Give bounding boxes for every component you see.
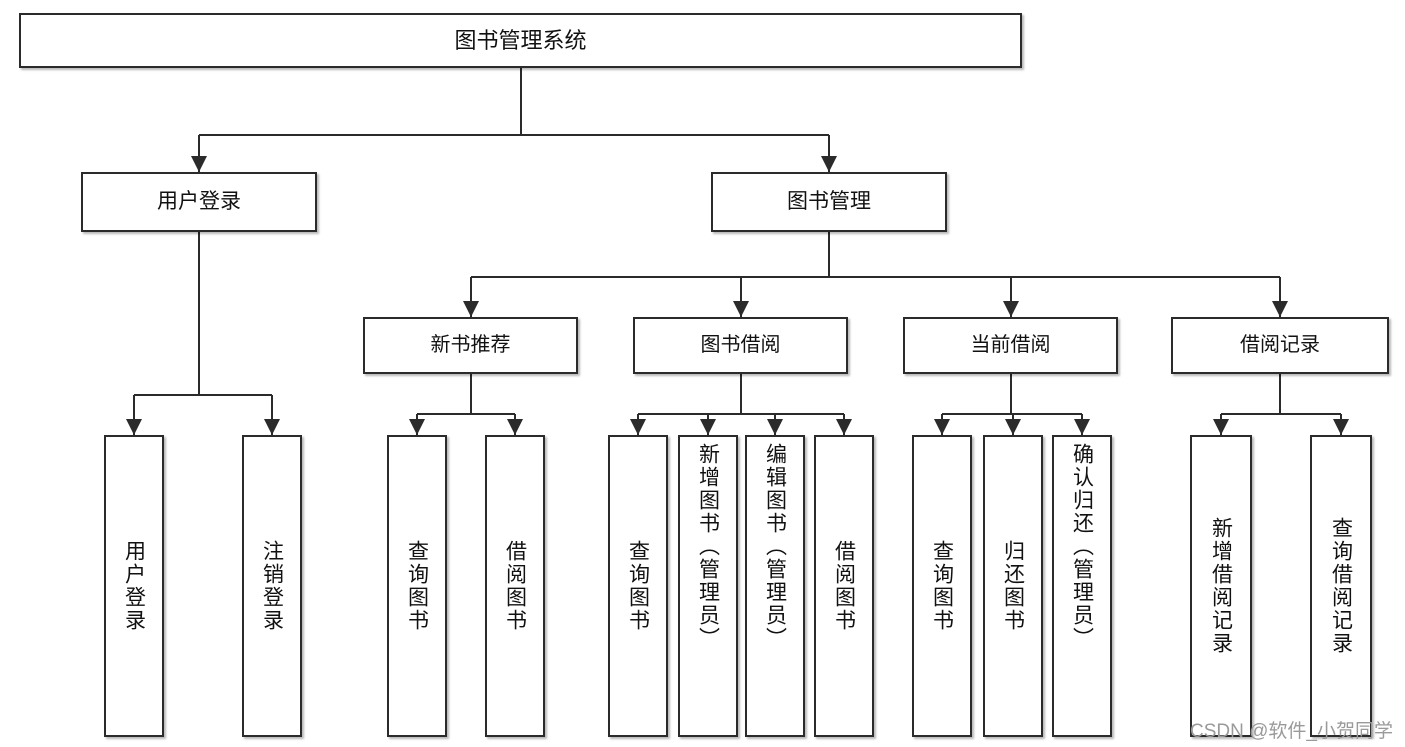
connector-root-bus (199, 134, 829, 136)
node-leaf-query-record[interactable]: 查询借阅记录 (1310, 435, 1372, 737)
node-label: 用户登录 (157, 189, 241, 213)
arrowhead-icon (700, 419, 716, 435)
node-label: 查询图书 (626, 540, 650, 632)
connector-user-login-stem (198, 232, 200, 395)
node-leaf-query-book-1[interactable]: 查询图书 (387, 435, 447, 737)
connector-root-stem (519, 68, 522, 135)
node-label: 图书管理 (787, 189, 871, 213)
node-leaf-add-book[interactable]: 新增图书（管理员） (678, 435, 738, 737)
node-label: 新增借阅记录 (1209, 517, 1233, 655)
arrowhead-icon (1005, 419, 1021, 435)
connector-book-manage-stem (828, 232, 830, 277)
arrowhead-icon (1272, 301, 1288, 317)
arrowhead-icon (732, 301, 749, 317)
node-leaf-user-login[interactable]: 用户登录 (104, 435, 164, 737)
node-label: 用户登录 (122, 540, 146, 632)
node-leaf-logout[interactable]: 注销登录 (242, 435, 302, 737)
node-borrow-record[interactable]: 借阅记录 (1171, 317, 1389, 374)
node-book-manage[interactable]: 图书管理 (711, 172, 947, 232)
connector-new-book-rec-bus (417, 413, 515, 415)
connector-to-book-manage (828, 135, 830, 172)
node-label: 查询图书 (930, 540, 954, 632)
arrowhead-icon (1074, 419, 1090, 435)
node-leaf-return-book[interactable]: 归还图书 (983, 435, 1043, 737)
connector-borrow-record-bus (1221, 413, 1341, 415)
arrowhead-icon (630, 419, 646, 435)
node-label: 新书推荐 (430, 334, 511, 356)
node-label: 图书借阅 (700, 334, 781, 356)
connector-book-manage-bus (470, 276, 1280, 278)
node-new-book-rec[interactable]: 新书推荐 (363, 317, 578, 374)
node-leaf-query-book-3[interactable]: 查询图书 (912, 435, 972, 737)
connector-to-current-borrow (1009, 277, 1012, 317)
node-label: 归还图书 (1001, 540, 1025, 632)
arrowhead-icon (409, 419, 425, 435)
node-label: 确认归还（管理员） (1070, 443, 1094, 650)
connector-book-borrow-bus (638, 413, 844, 415)
node-label: 借阅记录 (1240, 334, 1320, 356)
node-leaf-confirm-return[interactable]: 确认归还（管理员） (1052, 435, 1112, 737)
arrowhead-icon (1333, 419, 1349, 435)
connector-to-user-login (198, 135, 200, 172)
node-user-login[interactable]: 用户登录 (81, 172, 317, 232)
node-label: 图书管理系统 (454, 27, 587, 53)
node-label: 查询借阅记录 (1329, 517, 1353, 655)
node-current-borrow[interactable]: 当前借阅 (903, 317, 1118, 374)
connector-to-leaf-logout (271, 395, 273, 435)
node-root[interactable]: 图书管理系统 (19, 13, 1022, 68)
node-book-borrow[interactable]: 图书借阅 (633, 317, 848, 374)
node-label: 编辑图书（管理员） (763, 443, 787, 650)
node-leaf-borrow-book-1[interactable]: 借阅图书 (485, 435, 545, 737)
connector-to-borrow-record (1279, 277, 1281, 317)
connector-new-book-rec-stem (469, 374, 472, 414)
node-leaf-add-record[interactable]: 新增借阅记录 (1190, 435, 1252, 737)
node-label: 查询图书 (405, 540, 429, 632)
node-label: 借阅图书 (832, 540, 856, 632)
node-label: 注销登录 (260, 540, 284, 632)
connector-to-book-borrow (739, 277, 742, 317)
arrowhead-icon (836, 419, 852, 435)
node-leaf-query-book-2[interactable]: 查询图书 (608, 435, 668, 737)
connector-to-leaf-user-login (133, 395, 135, 435)
arrowhead-icon (821, 156, 837, 172)
connector-user-login-bus (134, 394, 272, 396)
node-label: 借阅图书 (503, 540, 527, 632)
connector-borrow-record-stem (1279, 374, 1281, 414)
arrowhead-icon (1213, 419, 1229, 435)
arrowhead-icon (264, 419, 280, 435)
arrowhead-icon (191, 156, 207, 172)
arrowhead-icon (934, 419, 950, 435)
node-leaf-borrow-book-2[interactable]: 借阅图书 (814, 435, 874, 737)
connector-to-new-book-rec (469, 277, 472, 317)
node-label: 当前借阅 (970, 334, 1051, 356)
node-leaf-edit-book[interactable]: 编辑图书（管理员） (745, 435, 805, 737)
arrowhead-icon (462, 301, 479, 317)
node-label: 新增图书（管理员） (696, 443, 720, 650)
arrowhead-icon (507, 419, 523, 435)
connector-book-borrow-stem (739, 374, 742, 414)
arrowhead-icon (767, 419, 783, 435)
arrowhead-icon (126, 419, 142, 435)
arrowhead-icon (1002, 301, 1019, 317)
connector-current-borrow-stem (1009, 374, 1012, 414)
